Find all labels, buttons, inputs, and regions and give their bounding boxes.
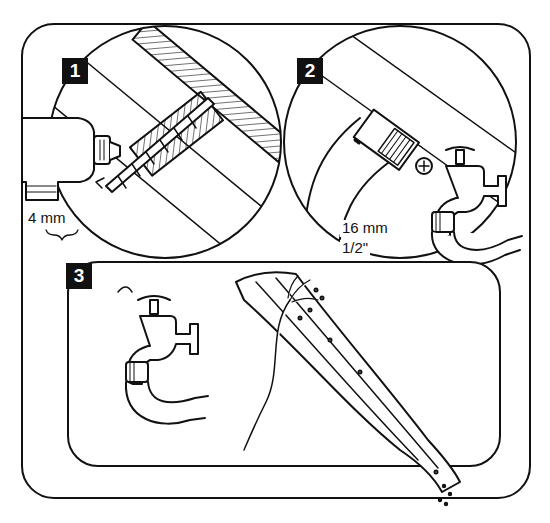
dimension-label: 4 mm: [26, 210, 68, 227]
drill-bit: [96, 98, 214, 192]
dimension-label: 16 mm: [340, 220, 390, 237]
slide: [236, 272, 460, 505]
dimension-label: 1/2": [340, 240, 370, 257]
dimension-brace: [46, 230, 78, 240]
drill: [22, 118, 120, 200]
callout-number: 3: [66, 263, 92, 289]
water-tap: [432, 147, 522, 265]
water-tap: [118, 287, 208, 424]
callout-number: 2: [297, 58, 323, 84]
detail-circle: [284, 26, 516, 258]
callout-number: 1: [62, 58, 88, 84]
